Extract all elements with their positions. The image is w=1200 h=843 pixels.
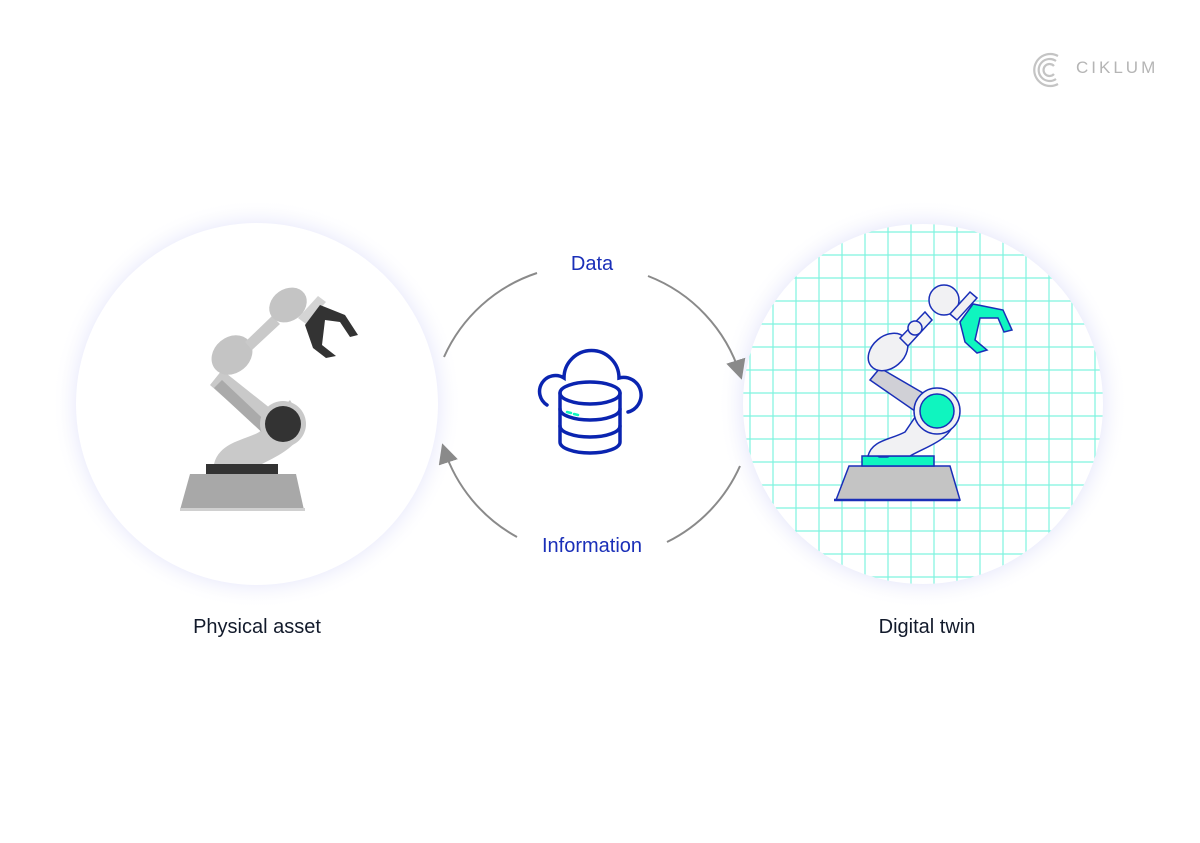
digital-twin-caption: Digital twin xyxy=(878,616,976,638)
information-label: Information xyxy=(537,535,647,558)
arc-bottom-right xyxy=(666,465,741,543)
cloud-database-icon xyxy=(537,348,643,455)
brand-name: CIKLUM xyxy=(1076,58,1159,77)
arrow-data xyxy=(647,275,746,380)
digital-twin-robot-icon xyxy=(834,284,1014,502)
ciklum-logo-icon xyxy=(1033,52,1059,88)
data-label: Data xyxy=(566,253,618,276)
arc-top-left xyxy=(443,272,538,358)
cycle-arrows xyxy=(438,272,746,543)
physical-asset-caption: Physical asset xyxy=(193,616,321,638)
physical-robot-icon xyxy=(180,287,358,511)
arrow-information xyxy=(438,443,518,538)
